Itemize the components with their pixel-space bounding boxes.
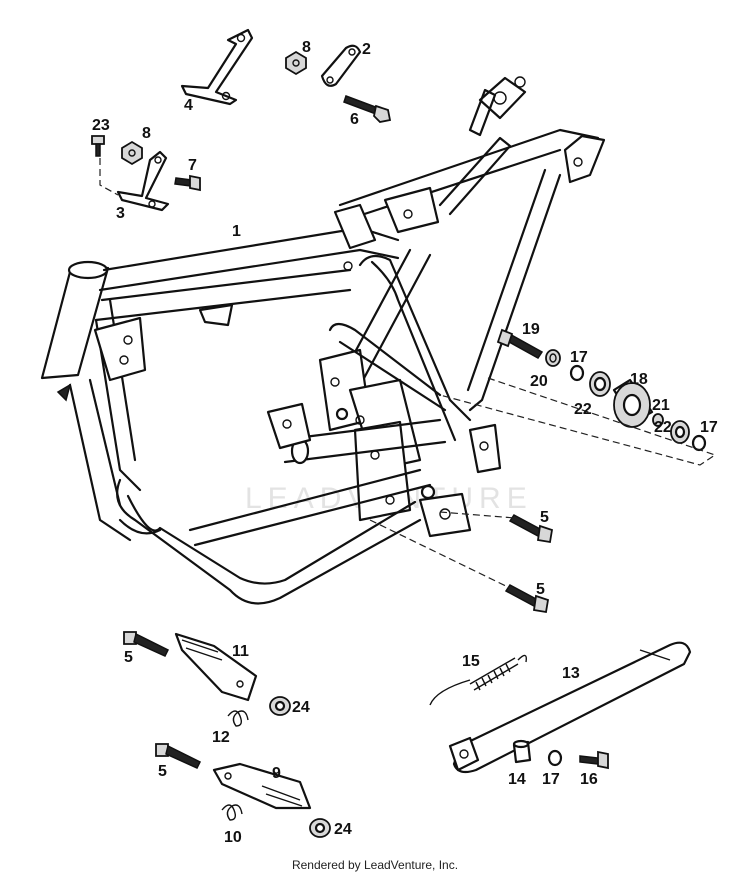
callout-4: 4 <box>184 97 193 114</box>
callout-24-upper: 24 <box>292 699 310 716</box>
nut-part-24-upper[interactable] <box>269 696 291 716</box>
callout-3: 3 <box>116 205 125 222</box>
roller-part-18[interactable] <box>612 378 654 428</box>
callout-17-upper: 17 <box>570 349 588 366</box>
callout-15: 15 <box>462 653 480 670</box>
nut-part-8-left[interactable] <box>121 140 143 166</box>
bracket-part-3[interactable] <box>116 150 170 212</box>
bushing-part-22-lower[interactable] <box>670 420 690 444</box>
leader-line-23 <box>99 158 119 196</box>
plate-part-2[interactable] <box>320 44 362 87</box>
callout-23: 23 <box>92 117 110 134</box>
spring-part-15[interactable] <box>429 654 528 706</box>
callout-17-stand: 17 <box>542 771 560 788</box>
callout-1: 1 <box>232 223 241 240</box>
callout-13: 13 <box>562 665 580 682</box>
bracket-part-4[interactable] <box>180 28 254 106</box>
nut-part-24-lower[interactable] <box>309 818 331 838</box>
callout-5-lower: 5 <box>536 581 545 598</box>
bolt-part-7[interactable] <box>174 174 201 192</box>
callout-22-upper: 22 <box>574 401 592 418</box>
bushing-part-22-upper[interactable] <box>589 371 611 397</box>
callout-8-top: 8 <box>302 39 311 56</box>
washer-part-17-lower[interactable] <box>691 434 707 452</box>
spring-part-10[interactable] <box>221 804 243 821</box>
footpeg-part-11[interactable] <box>174 632 258 702</box>
callout-5-upper: 5 <box>540 509 549 526</box>
bushing-part-14[interactable] <box>512 739 532 764</box>
callout-12: 12 <box>212 729 230 746</box>
footpeg-part-9[interactable] <box>212 762 312 810</box>
callout-5-peg-lower: 5 <box>158 763 167 780</box>
footer-credit: Rendered by LeadVenture, Inc. <box>291 858 459 872</box>
callout-9: 9 <box>272 765 281 782</box>
bolt-part-16[interactable] <box>579 750 609 770</box>
washer-part-17-stand[interactable] <box>547 749 563 767</box>
callout-21: 21 <box>652 397 670 414</box>
callout-10: 10 <box>224 829 242 846</box>
callout-8-left: 8 <box>142 125 151 142</box>
spring-part-12[interactable] <box>227 710 249 727</box>
washer-part-20[interactable] <box>545 349 561 367</box>
nut-part-8-top[interactable] <box>285 50 307 76</box>
callout-20: 20 <box>530 373 548 390</box>
callout-7: 7 <box>188 157 197 174</box>
callout-24-lower: 24 <box>334 821 352 838</box>
bolt-part-6[interactable] <box>343 95 392 123</box>
leader-line-5-upper <box>439 511 516 519</box>
bolt-part-5-upper[interactable] <box>508 514 554 544</box>
bolt-part-19[interactable] <box>496 328 544 359</box>
leader-line-5-lower <box>369 519 511 589</box>
bolt-part-23[interactable] <box>91 135 105 157</box>
spacer-part-21[interactable] <box>652 413 664 427</box>
callout-2: 2 <box>362 41 371 58</box>
frame-part-1[interactable] <box>40 76 606 605</box>
callout-16: 16 <box>580 771 598 788</box>
bolt-part-5-peg-lower[interactable] <box>155 743 202 769</box>
callout-18: 18 <box>630 371 648 388</box>
sidestand-part-13[interactable] <box>448 641 692 774</box>
callout-17-lower: 17 <box>700 419 718 436</box>
callout-6: 6 <box>350 111 359 128</box>
callout-19: 19 <box>522 321 540 338</box>
callout-5-peg-upper: 5 <box>124 649 133 666</box>
callout-11: 11 <box>232 643 249 660</box>
callout-22-lower: 22 <box>654 419 672 436</box>
callout-14: 14 <box>508 771 526 788</box>
washer-part-17-upper[interactable] <box>569 364 585 382</box>
leader-line-roller <box>439 377 717 466</box>
bolt-part-5-peg-upper[interactable] <box>123 631 170 657</box>
bolt-part-5-lower[interactable] <box>504 584 550 614</box>
